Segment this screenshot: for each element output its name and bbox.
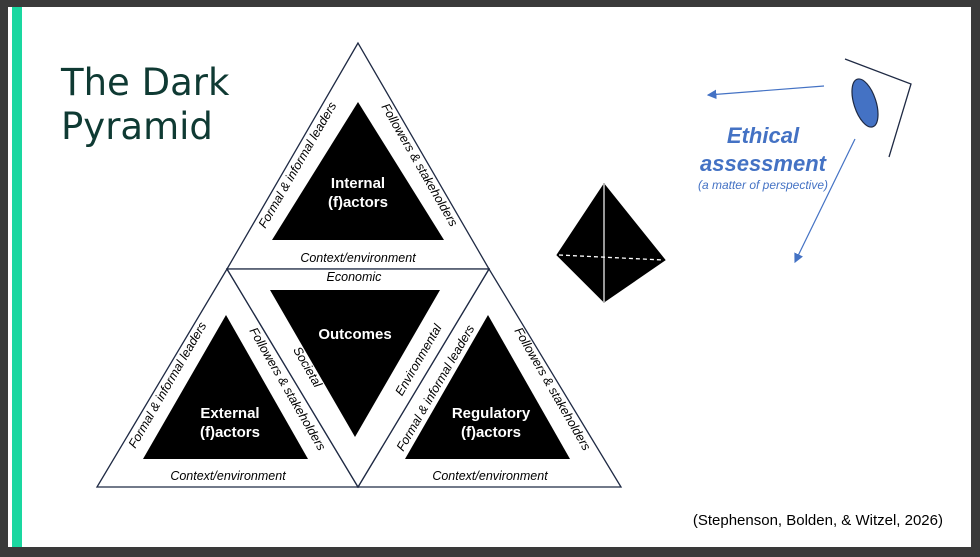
ethical-subtitle: (a matter of perspective) (697, 178, 829, 192)
top-base-label: Context/environment (300, 251, 416, 265)
bottom-right-title-line-2: (f)actors (461, 424, 521, 441)
ethical-assessment-label: Ethical assessment (a matter of perspect… (668, 122, 858, 193)
citation: (Stephenson, Bolden, & Witzel, 2026) (692, 512, 943, 529)
perspective-arrow-upper (706, 85, 825, 100)
tetrahedron-icon (556, 183, 666, 303)
slide: The Dark Pyramid Internal (f)actors Form… (8, 7, 971, 547)
accent-bar (12, 7, 22, 547)
center-inner-triangle (270, 290, 440, 437)
ethical-title-line-1: Ethical (726, 123, 800, 148)
ethical-title-line-2: assessment (700, 151, 826, 176)
top-title-line-1: Internal (331, 175, 385, 192)
bottom-right-inner-triangle (405, 315, 570, 459)
top-title-line-2: (f)actors (328, 194, 388, 211)
center-top-side-label: Economic (327, 270, 383, 284)
top-inner-triangle (272, 102, 444, 240)
bottom-left-base-label: Context/environment (170, 469, 286, 483)
title-line-1: The Dark (61, 61, 230, 104)
bottom-left-title-line-2: (f)actors (200, 424, 260, 441)
bottom-left-title-line-1: External (200, 405, 259, 422)
eye-icon (844, 58, 912, 158)
slide-title: The Dark Pyramid (61, 61, 229, 149)
bottom-right-base-label: Context/environment (432, 469, 548, 483)
bottom-left-inner-triangle (143, 315, 308, 459)
perspective-arrow-lower (794, 138, 856, 264)
bottom-right-title-line-1: Regulatory (452, 405, 531, 422)
title-line-2: Pyramid (61, 105, 213, 148)
center-title: Outcomes (318, 326, 391, 343)
dark-pyramid-diagram: Internal (f)actors Formal & informal lea… (95, 41, 912, 489)
